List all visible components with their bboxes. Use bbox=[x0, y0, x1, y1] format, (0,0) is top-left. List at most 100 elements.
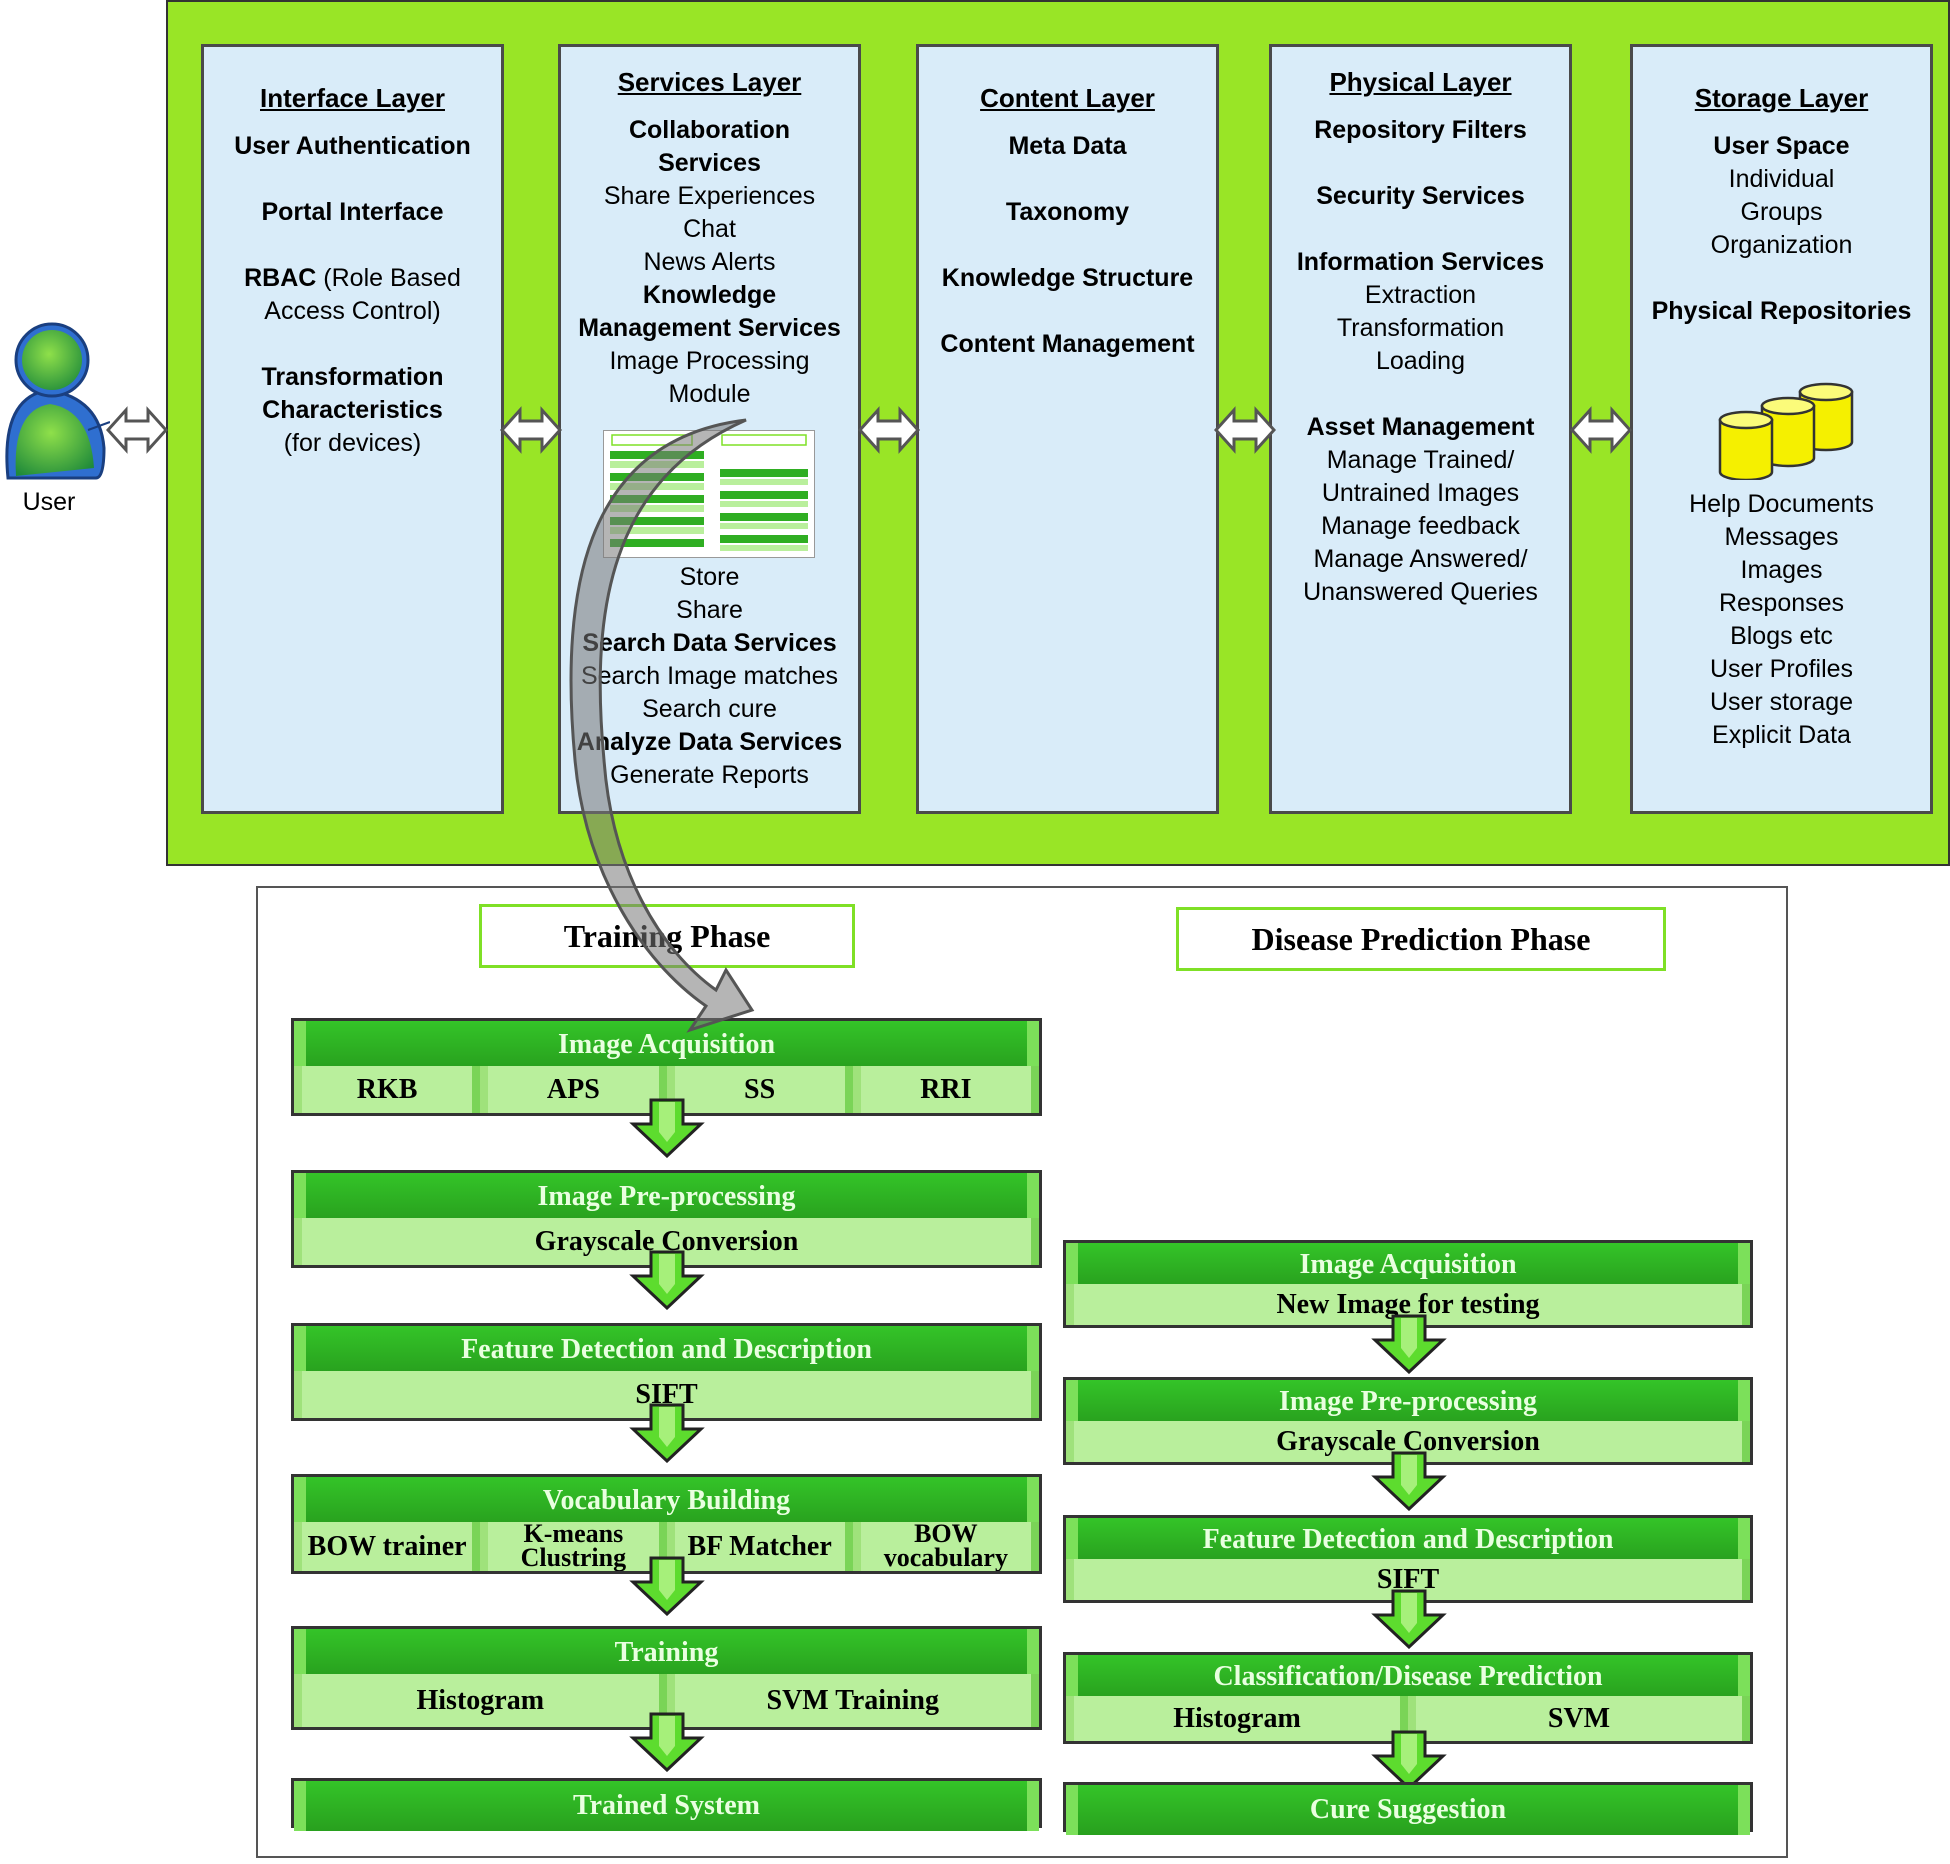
layer-item-text: Information Services bbox=[1296, 248, 1545, 276]
layer-item-text: Taxonomy bbox=[1005, 198, 1130, 226]
layer-item-text: Portal Interface bbox=[261, 198, 444, 226]
process-block: Cure Suggestion bbox=[1063, 1782, 1753, 1835]
layer-item: Generate Reports bbox=[561, 759, 858, 792]
layer-item-text: Responses bbox=[1718, 589, 1845, 617]
layer-item: Chat bbox=[561, 213, 858, 246]
down-arrow-icon bbox=[629, 1098, 705, 1158]
process-block-cell: APS bbox=[480, 1066, 667, 1113]
layer-title: Interface Layer bbox=[260, 83, 445, 113]
process-block-row: New Image for testing bbox=[1066, 1284, 1750, 1325]
layer-item: Store bbox=[561, 561, 858, 594]
layer-item: Meta Data bbox=[919, 130, 1216, 163]
layer-item-text: Extraction bbox=[1364, 281, 1477, 309]
layer-item: Taxonomy bbox=[919, 196, 1216, 229]
layer-item-text: Blogs etc bbox=[1730, 622, 1833, 650]
layer-title: Storage Layer bbox=[1694, 83, 1869, 113]
layer-item: Management Services bbox=[561, 312, 858, 345]
down-arrow-icon bbox=[629, 1556, 705, 1616]
layer-item-text: Transformation bbox=[261, 363, 444, 391]
layer-item-text: Images bbox=[1740, 556, 1823, 584]
layer-item: Knowledge Structure bbox=[919, 262, 1216, 295]
layer-item-text: Help Documents bbox=[1689, 490, 1874, 518]
process-block-cell: RKB bbox=[294, 1066, 481, 1113]
layer-item-text: Services bbox=[658, 149, 761, 177]
layer-item-text: Content Management bbox=[940, 330, 1195, 358]
layer-item-text: Organization bbox=[1710, 231, 1853, 259]
layer-item: User storage bbox=[1633, 686, 1930, 719]
layer-item: Knowledge bbox=[561, 279, 858, 312]
double-arrow-icon bbox=[1214, 406, 1276, 454]
layer-item-text: Analyze Data Services bbox=[576, 728, 843, 756]
process-block-title: Trained System bbox=[294, 1781, 1039, 1831]
layer-item-text: Chat bbox=[683, 215, 736, 243]
database-icon bbox=[1718, 382, 1854, 480]
layer-item: Organization bbox=[1633, 229, 1930, 262]
layer-item: Image Processing bbox=[561, 345, 858, 378]
layer-item-suffix: (Role Based bbox=[316, 264, 461, 292]
layer-item: Individual bbox=[1633, 163, 1930, 196]
process-block-title: Image Acquisition bbox=[294, 1021, 1039, 1069]
layer-item: User Profiles bbox=[1633, 653, 1930, 686]
layer-item-text: Share Experiences bbox=[603, 182, 816, 210]
down-arrow-icon bbox=[629, 1250, 705, 1310]
layer-item: Repository Filters bbox=[1272, 114, 1569, 147]
layer-item: Unanswered Queries bbox=[1272, 576, 1569, 609]
layer-item: Help Documents bbox=[1633, 488, 1930, 521]
process-block-cell: Histogram bbox=[294, 1674, 667, 1727]
layer-item: Share Experiences bbox=[561, 180, 858, 213]
process-block-cell: BF Matcher bbox=[666, 1522, 853, 1571]
layer-item-text: User Space bbox=[1713, 132, 1850, 160]
layer-item-text: Collaboration bbox=[628, 116, 791, 144]
layer-item-text: Search Data Services bbox=[582, 629, 837, 657]
layer-item: Extraction bbox=[1272, 279, 1569, 312]
process-block-title: Feature Detection and Description bbox=[1066, 1518, 1750, 1562]
image-processing-thumbnail bbox=[603, 430, 815, 558]
layer-item-text: Access Control) bbox=[264, 297, 441, 325]
layer-item-text: User Profiles bbox=[1709, 655, 1854, 683]
layer-item-text: Meta Data bbox=[1008, 132, 1127, 160]
process-block-cell: BOW vocabulary bbox=[852, 1522, 1039, 1571]
process-block-title: Image Pre-processing bbox=[294, 1173, 1039, 1221]
layer-item-text: Module bbox=[668, 380, 751, 408]
layer-item-text: News Alerts bbox=[643, 248, 776, 276]
layer-item: Portal Interface bbox=[204, 196, 501, 229]
process-block-cell: SVM bbox=[1408, 1696, 1750, 1741]
process-block-title: Training bbox=[294, 1629, 1039, 1677]
layer-item-text: Management Services bbox=[578, 314, 841, 342]
process-block-cell: SIFT bbox=[294, 1371, 1039, 1418]
layer-item: Images bbox=[1633, 554, 1930, 587]
layer-item-text: Physical Repositories bbox=[1651, 297, 1912, 325]
layer-item: Responses bbox=[1633, 587, 1930, 620]
process-block-title: Cure Suggestion bbox=[1066, 1785, 1750, 1835]
process-block-title: Feature Detection and Description bbox=[294, 1326, 1039, 1374]
process-block-title: Image Acquisition bbox=[1066, 1243, 1750, 1287]
layer-item: Content Management bbox=[919, 328, 1216, 361]
down-arrow-icon bbox=[629, 1403, 705, 1463]
layer-item: Search Image matches bbox=[561, 660, 858, 693]
layer-item: Physical Repositories bbox=[1633, 295, 1930, 328]
layer-item-text: Manage feedback bbox=[1321, 512, 1520, 540]
layer-item: Groups bbox=[1633, 196, 1930, 229]
layer-item-text: RBAC bbox=[244, 264, 317, 292]
layer-item-text: Characteristics bbox=[262, 396, 443, 424]
user-label: User bbox=[22, 488, 76, 516]
prediction-phase-title: Disease Prediction Phase bbox=[1176, 907, 1666, 971]
layer-item: User Authentication bbox=[204, 130, 501, 163]
layer-item-text: Manage Answered/ bbox=[1313, 545, 1528, 573]
layer-item-text: Knowledge bbox=[642, 281, 777, 309]
process-block-cell: Histogram bbox=[1066, 1696, 1408, 1741]
double-arrow-icon bbox=[1570, 406, 1632, 454]
double-arrow-icon bbox=[106, 406, 168, 454]
layer-item: News Alerts bbox=[561, 246, 858, 279]
process-block-cell: K-means Clustring bbox=[480, 1522, 667, 1571]
layer-item-text: (for devices) bbox=[283, 429, 422, 457]
double-arrow-icon bbox=[858, 406, 920, 454]
layer-item-text: Generate Reports bbox=[610, 761, 809, 789]
layer-item: Share bbox=[561, 594, 858, 627]
layer-item: (for devices) bbox=[204, 427, 501, 460]
layer-item: Loading bbox=[1272, 345, 1569, 378]
